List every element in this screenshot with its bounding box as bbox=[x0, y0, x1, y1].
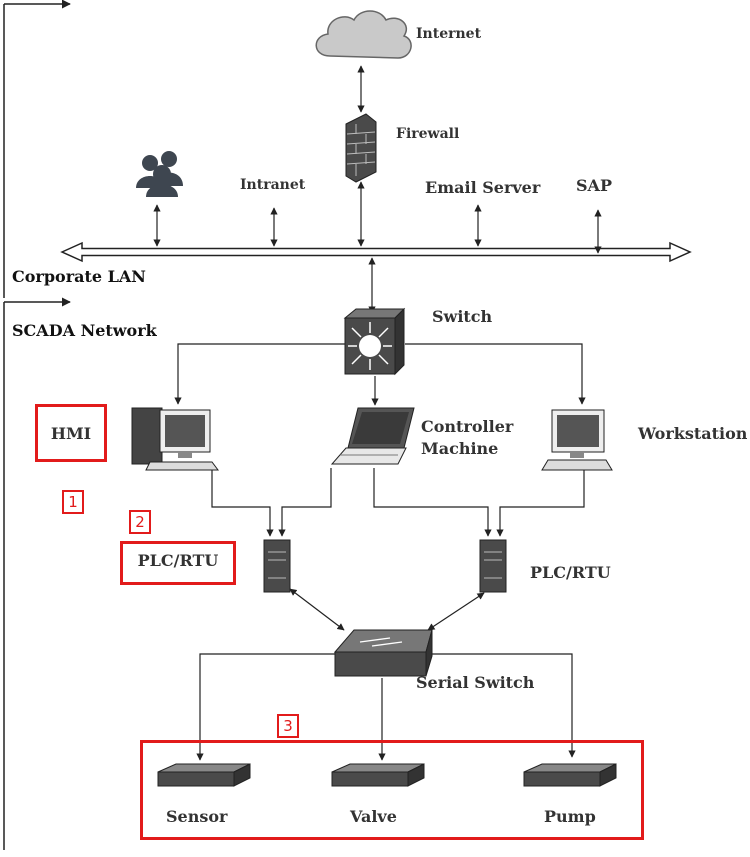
serial-switch-label: Serial Switch bbox=[416, 673, 535, 692]
sap-label: SAP bbox=[576, 176, 612, 195]
users-group-icon bbox=[136, 151, 183, 197]
lan-backbone bbox=[60, 241, 692, 263]
corporate-lan-label: Corporate LAN bbox=[12, 267, 146, 286]
marker-2: 2 bbox=[129, 510, 151, 534]
pump-label: Pump bbox=[544, 807, 596, 826]
hmi-label: HMI bbox=[50, 424, 92, 443]
scada-network-bracket bbox=[3, 297, 71, 850]
plc-rtu-left-label: PLC/RTU bbox=[137, 551, 219, 570]
workstation-label: Workstation bbox=[638, 424, 748, 443]
plc-rtu-highlight-box bbox=[120, 541, 236, 585]
scada-network-label: SCADA Network bbox=[12, 321, 157, 340]
controller-machine-label: Controller Machine bbox=[421, 417, 514, 458]
firewall-label: Firewall bbox=[396, 126, 460, 142]
valve-device-icon bbox=[331, 763, 425, 787]
sensor-device-icon bbox=[157, 763, 251, 787]
workstation-computer-icon bbox=[541, 409, 613, 471]
pump-device-icon bbox=[523, 763, 617, 787]
hmi-computer-icon bbox=[131, 407, 219, 471]
sensor-label: Sensor bbox=[166, 807, 228, 826]
serial-switch-icon bbox=[333, 629, 433, 677]
firewall-icon bbox=[345, 113, 377, 183]
internet-label: Internet bbox=[416, 26, 482, 42]
plc-rtu-left-icon bbox=[263, 539, 291, 593]
field-devices-highlight-box bbox=[140, 740, 644, 840]
intranet-label: Intranet bbox=[240, 177, 306, 193]
controller-laptop-icon bbox=[330, 407, 415, 465]
switch-label: Switch bbox=[432, 307, 493, 326]
plc-rtu-right-label: PLC/RTU bbox=[530, 563, 611, 582]
marker-3: 3 bbox=[277, 714, 299, 738]
switch-icon bbox=[343, 307, 406, 376]
internet-cloud-icon bbox=[315, 10, 412, 59]
marker-1: 1 bbox=[62, 490, 84, 514]
valve-label: Valve bbox=[350, 807, 397, 826]
plc-rtu-right-icon bbox=[479, 539, 507, 593]
connection-lines bbox=[153, 65, 602, 761]
hmi-highlight-box bbox=[35, 404, 107, 462]
corporate-lan-bracket bbox=[3, 0, 71, 298]
email-server-label: Email Server bbox=[425, 178, 541, 197]
